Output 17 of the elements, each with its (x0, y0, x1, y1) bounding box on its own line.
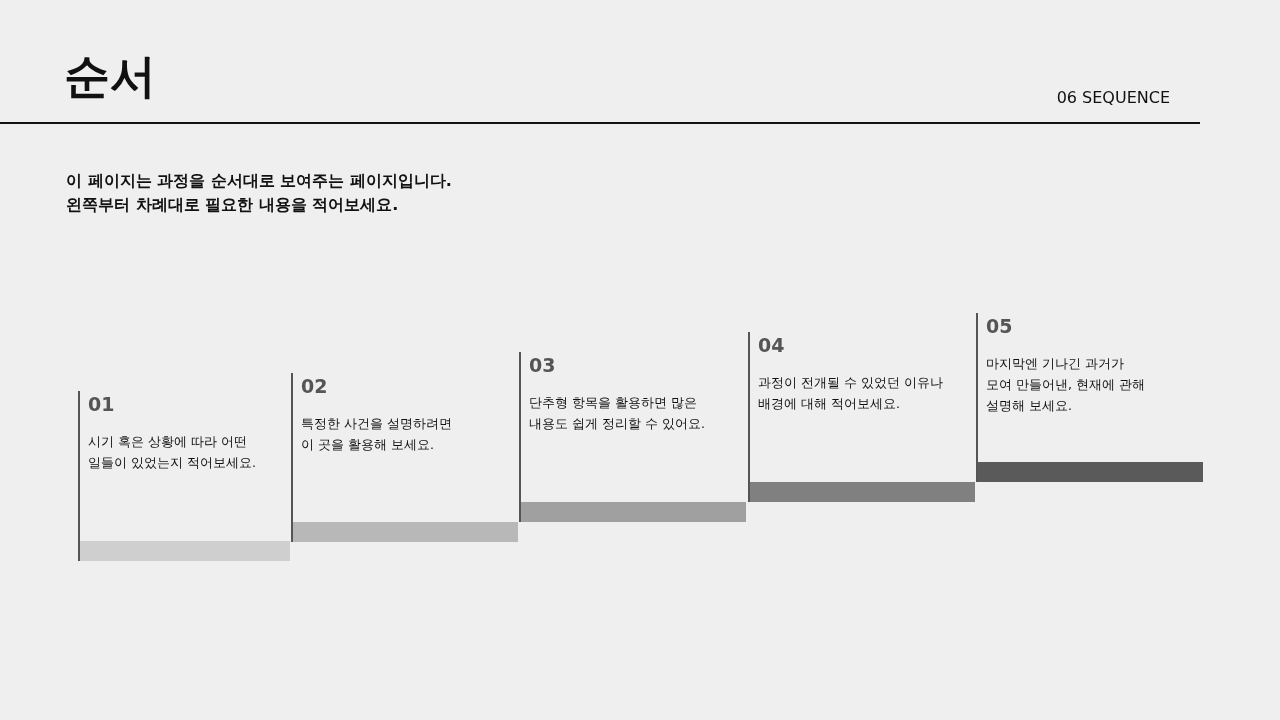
step-description: 시기 혹은 상황에 따라 어떤 일들이 있었는지 적어보세요. (88, 433, 257, 472)
step-number: 04 (758, 334, 785, 356)
intro-text: 이 페이지는 과정을 순서대로 보여주는 페이지입니다. 왼쪽부터 차례대로 필요한 내용을 적어보세요. (66, 170, 453, 216)
step-number: 02 (301, 375, 328, 397)
step-description: 단추형 항목을 활용하면 많은 내용도 쉽게 정리할 수 있어요. (529, 394, 706, 433)
section-label: 06 SEQUENCE (1056, 88, 1170, 107)
step-number: 01 (88, 393, 115, 415)
step-panel (748, 332, 975, 502)
step-panel (291, 373, 518, 542)
step-panel (519, 352, 746, 522)
page-title: 순서 (64, 48, 156, 105)
step-number: 05 (986, 315, 1013, 337)
step-description: 과정이 전개될 수 있었던 이유나 배경에 대해 적어보세요. (758, 374, 944, 413)
step-panel (78, 391, 290, 561)
step-description: 마지막엔 기나긴 과거가 모여 만들어낸, 현재에 관해 설명해 보세요. (986, 355, 1146, 415)
step-number: 03 (529, 354, 556, 376)
step-description: 특정한 사건을 설명하려면 이 곳을 활용해 보세요. (301, 415, 453, 454)
